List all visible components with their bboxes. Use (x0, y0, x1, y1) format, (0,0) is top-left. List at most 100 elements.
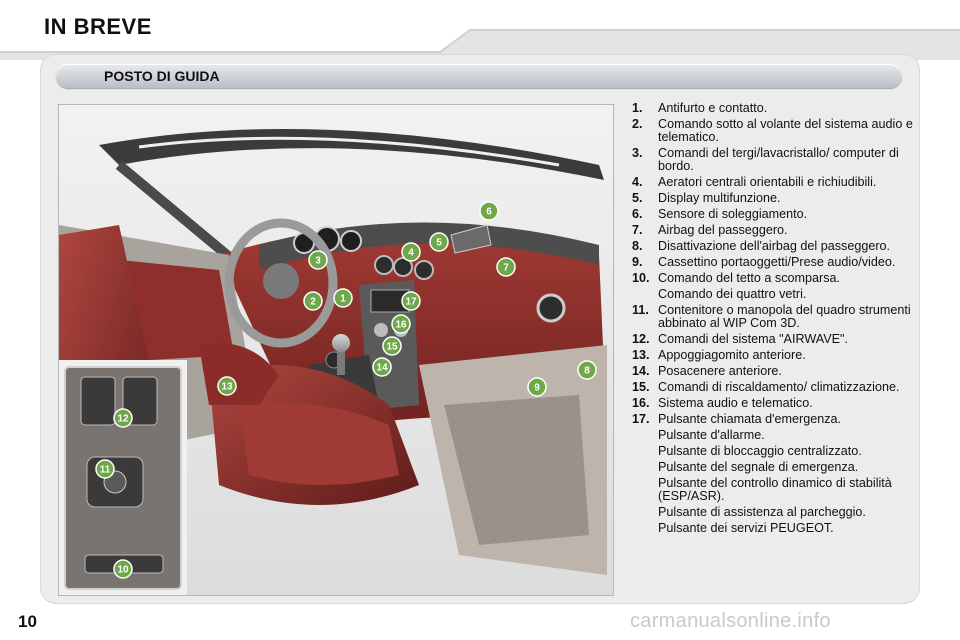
svg-text:5: 5 (436, 238, 442, 249)
legend-text: Display multifunzione. (658, 191, 781, 205)
legend-text: Comandi di riscaldamento/ climatizzazion… (658, 380, 900, 394)
legend-text: Antifurto e contatto. (658, 101, 768, 115)
page-title: IN BREVE (44, 14, 152, 39)
callout-11: 11 (95, 459, 115, 479)
legend-subitem: Pulsante del controllo dinamico di stabi… (658, 476, 892, 503)
legend-number: 4. (632, 175, 643, 189)
legend-subitem: Pulsante di assistenza al parcheggio. (658, 505, 866, 519)
legend-item: 6. Sensore di soleggiamento. (632, 208, 914, 221)
legend-number: 17. (632, 412, 650, 426)
page-number: 10 (18, 612, 37, 631)
legend-text: Airbag del passeggero. (658, 223, 788, 237)
legend-item: 17. Pulsante chiamata d'emergenza. (632, 413, 914, 426)
legend-subitem: Pulsante di bloccaggio centralizzato. (658, 444, 862, 458)
legend-subitem: Pulsante dei servizi PEUGEOT. (658, 521, 834, 535)
legend-number: 2. (632, 117, 643, 131)
legend-subitem: Pulsante del segnale di emergenza. (658, 460, 859, 474)
legend-text: Contenitore o manopola del quadro strume… (658, 303, 911, 330)
legend-subitem: Pulsante d'allarme. (658, 428, 765, 442)
legend-number: 15. (632, 380, 650, 394)
legend-list: 1. Antifurto e contatto. 2. Comando sotto a… (632, 102, 914, 538)
legend-item: 14. Posacenere anteriore. (632, 365, 914, 378)
legend-number: 13. (632, 348, 650, 362)
callout-layer: 1 2 3 4 5 6 7 8 9 10 11 12 13 14 15 16 1… (95, 201, 597, 579)
callout-8: 8 (577, 360, 597, 380)
legend-number: 14. (632, 364, 650, 378)
callout-14: 14 (372, 357, 392, 377)
cockpit-drawing (59, 105, 613, 595)
callout-9: 9 (527, 377, 547, 397)
dashboard-illustration: 1 2 3 4 5 6 7 8 9 10 11 12 13 14 15 16 1… (58, 104, 614, 596)
svg-text:13: 13 (221, 382, 233, 393)
callout-7: 7 (496, 257, 516, 277)
svg-text:17: 17 (405, 297, 417, 308)
header-decoration (0, 29, 960, 60)
legend-text: Cassettino portaoggetti/Prese audio/vide… (658, 255, 896, 269)
legend-number: 1. (632, 101, 643, 115)
legend-text: Pulsante chiamata d'emergenza. (658, 412, 842, 426)
legend-item: 11. Contenitore o manopola del quadro str… (632, 304, 914, 330)
svg-text:10: 10 (117, 565, 129, 576)
legend-item: 1. Antifurto e contatto. (632, 102, 914, 115)
legend-number: 9. (632, 255, 643, 269)
legend-text: Sensore di soleggiamento. (658, 207, 808, 221)
callout-10: 10 (113, 559, 133, 579)
legend-item: 4. Aeratori centrali orientabili e richiu… (632, 176, 914, 189)
legend-number: 12. (632, 332, 650, 346)
legend-text: Comandi del sistema "AIRWAVE". (658, 332, 848, 346)
svg-text:7: 7 (503, 263, 509, 274)
svg-text:6: 6 (486, 207, 492, 218)
legend-item: 16. Sistema audio e telematico. (632, 397, 914, 410)
svg-text:3: 3 (315, 256, 321, 267)
callout-13: 13 (217, 376, 237, 396)
svg-text:1: 1 (340, 294, 346, 305)
svg-text:4: 4 (408, 248, 414, 259)
legend-number: 16. (632, 396, 650, 410)
callout-4: 4 (401, 242, 421, 262)
legend-number: 6. (632, 207, 643, 221)
svg-text:16: 16 (395, 320, 407, 331)
legend-text: Aeratori centrali orientabili e richiudi… (658, 175, 877, 189)
section-title: POSTO DI GUIDA (104, 68, 220, 84)
callout-3: 3 (308, 250, 328, 270)
legend-text: Appoggiagomito anteriore. (658, 348, 806, 362)
legend-item: 9. Cassettino portaoggetti/Prese audio/vi… (632, 256, 914, 269)
svg-text:9: 9 (534, 383, 540, 394)
callout-12: 12 (113, 408, 133, 428)
legend-text: Comando sotto al volante del sistema aud… (658, 117, 913, 144)
svg-text:15: 15 (386, 342, 398, 353)
legend-item: 3. Comandi del tergi/lavacristallo/ compu… (632, 147, 914, 173)
callout-6: 6 (479, 201, 499, 221)
legend-item: 10.Comando del tetto a scomparsa. (632, 272, 914, 285)
callout-15: 15 (382, 336, 402, 356)
legend-number: 10. (632, 271, 650, 285)
legend-item: 7. Airbag del passeggero. (632, 224, 914, 237)
legend-number: 8. (632, 239, 643, 253)
legend-item: 12. Comandi del sistema "AIRWAVE". (632, 333, 914, 346)
legend-number: 3. (632, 146, 643, 160)
legend-text: Disattivazione dell'airbag del passegger… (658, 239, 891, 253)
legend-subitem: Comando dei quattro vetri. (658, 287, 807, 301)
legend-item: 13. Appoggiagomito anteriore. (632, 349, 914, 362)
header-band (0, 0, 960, 60)
legend-text: Sistema audio e telematico. (658, 396, 813, 410)
svg-text:8: 8 (584, 366, 590, 377)
legend-number: 7. (632, 223, 643, 237)
callout-1: 1 (333, 288, 353, 308)
svg-text:2: 2 (310, 297, 316, 308)
legend-text: Comandi del tergi/lavacristallo/ compute… (658, 146, 899, 173)
legend-text: Posacenere anteriore. (658, 364, 782, 378)
legend-item: 5. Display multifunzione. (632, 192, 914, 205)
legend-number: 5. (632, 191, 643, 205)
legend-item: 15. Comandi di riscaldamento/ climatizzaz… (632, 381, 914, 394)
svg-text:14: 14 (376, 363, 388, 374)
legend-item: 8. Disattivazione dell'airbag del passegg… (632, 240, 914, 253)
svg-text:12: 12 (117, 414, 129, 425)
legend-number: 11. (632, 303, 649, 317)
callout-16: 16 (391, 314, 411, 334)
svg-text:11: 11 (100, 465, 111, 476)
section-bar (56, 64, 902, 88)
legend-item: 2. Comando sotto al volante del sistema a… (632, 118, 914, 144)
watermark: carmanualsonline.info (630, 610, 831, 632)
callout-2: 2 (303, 291, 323, 311)
